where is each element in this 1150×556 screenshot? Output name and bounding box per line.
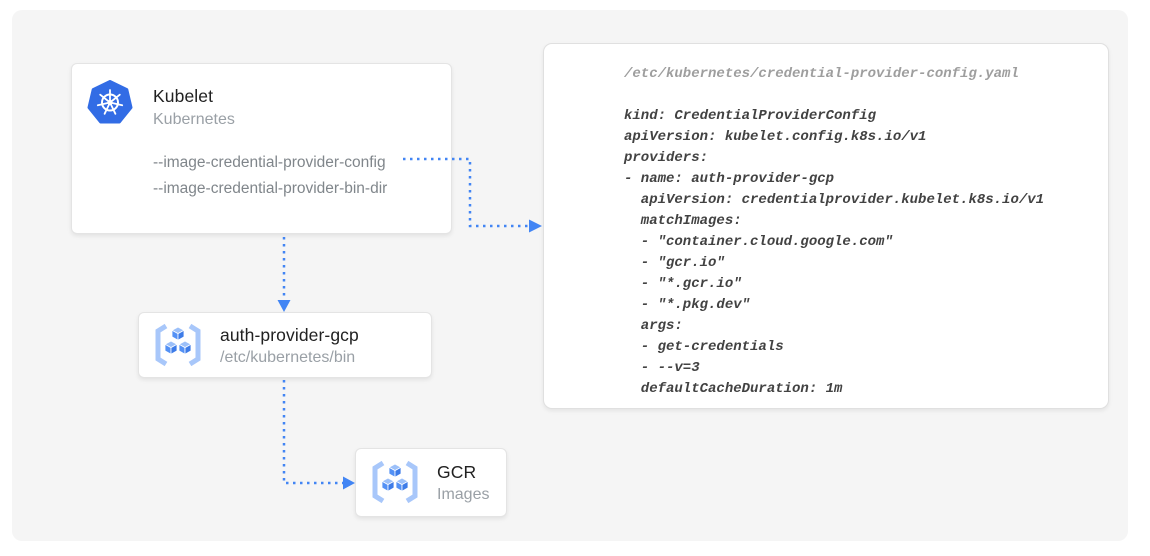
code-line: defaultCacheDuration: 1m	[624, 381, 843, 397]
code-line: - --v=3	[624, 360, 700, 376]
code-line: - "container.cloud.google.com"	[624, 234, 893, 250]
yaml-code: kind: CredentialProviderConfig apiVersion…	[624, 106, 1088, 400]
code-line: args:	[624, 318, 683, 334]
flag-credential-provider-config: --image-credential-provider-config	[153, 154, 386, 171]
code-line: - name: auth-provider-gcp	[624, 171, 835, 187]
yaml-config-panel: /etc/kubernetes/credential-provider-conf…	[543, 43, 1109, 409]
code-line: - "*.pkg.dev"	[624, 297, 751, 313]
code-line: apiVersion: credentialprovider.kubelet.k…	[624, 192, 1045, 208]
flag-credential-provider-bin-dir: --image-credential-provider-bin-dir	[153, 180, 388, 197]
yaml-filename: /etc/kubernetes/credential-provider-conf…	[624, 66, 1019, 82]
kubernetes-icon	[87, 80, 133, 126]
code-line: matchImages:	[624, 213, 742, 229]
kubelet-card: Kubelet Kubernetes --image-credential-pr…	[71, 63, 452, 234]
code-line: kind: CredentialProviderConfig	[624, 108, 877, 124]
auth-provider-gcp-card: auth-provider-gcp /etc/kubernetes/bin	[138, 312, 432, 378]
auth-provider-path: /etc/kubernetes/bin	[220, 349, 356, 366]
code-line: - get-credentials	[624, 339, 784, 355]
gcr-title: GCR	[437, 462, 477, 482]
gcr-subtitle: Images	[437, 486, 490, 503]
code-line: - "gcr.io"	[624, 255, 725, 271]
gcr-registry-icon	[153, 323, 203, 367]
code-line: apiVersion: kubelet.config.k8s.io/v1	[624, 129, 927, 145]
gcr-card: GCR Images	[355, 448, 507, 517]
kubelet-title: Kubelet	[153, 86, 214, 106]
code-line: - "*.gcr.io"	[624, 276, 742, 292]
code-line: providers:	[624, 150, 709, 166]
gcr-registry-icon	[370, 460, 420, 504]
auth-provider-title: auth-provider-gcp	[220, 325, 359, 345]
kubelet-flags: --image-credential-provider-config --ima…	[153, 150, 387, 202]
kubelet-subtitle: Kubernetes	[153, 111, 235, 128]
